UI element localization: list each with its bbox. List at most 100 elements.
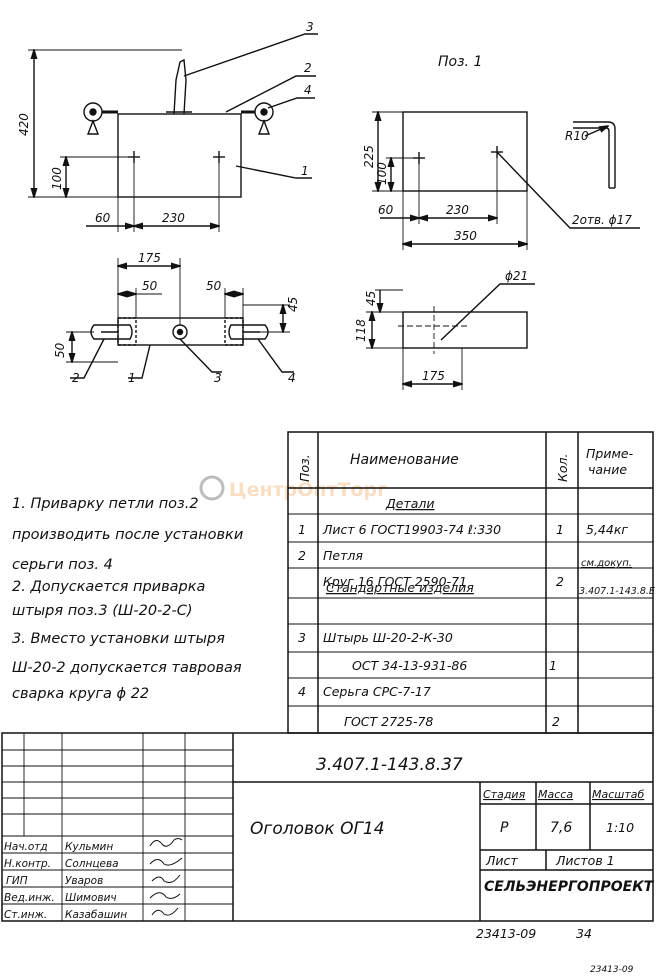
svg-text:1:10: 1:10 <box>606 820 634 835</box>
plan-lug-right <box>228 324 269 340</box>
svg-text:45: 45 <box>364 291 378 306</box>
svg-text:420: 420 <box>17 113 31 136</box>
svg-text:50: 50 <box>206 279 222 293</box>
pos1-side-labels: 45 118 175 ϕ21 <box>354 269 528 383</box>
svg-text:1. Приварку петли поз.2: 1. Приварку петли поз.2 <box>12 496 199 512</box>
pos1-plate-view <box>372 112 640 250</box>
svg-text:Поз.: Поз. <box>297 454 312 482</box>
svg-text:Листов 1: Листов 1 <box>555 853 615 868</box>
svg-text:175: 175 <box>422 369 445 383</box>
svg-text:Нач.отд: Нач.отд <box>4 841 48 853</box>
title-block-text: 3.407.1-143.8.37 Оголовок ОГ14 Стадия Ма… <box>4 755 655 975</box>
svg-text:чание: чание <box>588 462 627 477</box>
svg-text:Лист 6 ГОСТ19903-74 ℓ:330: Лист 6 ГОСТ19903-74 ℓ:330 <box>322 522 501 537</box>
technical-notes: 1. Приварку петли поз.2 производить посл… <box>12 496 243 702</box>
svg-text:4: 4 <box>288 371 296 385</box>
svg-text:серьги поз. 4: серьги поз. 4 <box>12 557 113 573</box>
svg-text:4: 4 <box>298 684 306 699</box>
svg-text:ГИП: ГИП <box>6 875 28 887</box>
svg-text:Масштаб: Масштаб <box>592 788 644 801</box>
svg-text:Петля: Петля <box>323 548 363 563</box>
svg-text:1: 1 <box>556 522 564 537</box>
svg-text:1: 1 <box>298 522 306 537</box>
svg-text:Шимович: Шимович <box>65 892 117 904</box>
svg-text:5,44кг: 5,44кг <box>586 522 628 537</box>
svg-text:50: 50 <box>53 342 67 358</box>
svg-text:2отв. ϕ17: 2отв. ϕ17 <box>572 213 632 227</box>
svg-text:1: 1 <box>549 658 557 673</box>
svg-text:2: 2 <box>72 371 80 385</box>
svg-text:Лист: Лист <box>485 853 518 868</box>
svg-text:ГОСТ 2725-78: ГОСТ 2725-78 <box>344 714 433 729</box>
svg-text:175: 175 <box>138 251 161 265</box>
svg-text:Кол.: Кол. <box>555 454 570 483</box>
svg-text:Приме-: Приме- <box>586 446 634 461</box>
svg-text:СЕЛЬЭНЕРГОПРОЕКТ: СЕЛЬЭНЕРГОПРОЕКТ <box>484 879 655 895</box>
svg-text:производить после установки: производить после установки <box>12 527 243 543</box>
spec-table-text: Поз. Наименование Кол. Приме- чание Дета… <box>297 446 655 729</box>
title-block <box>1 732 654 922</box>
svg-text:60: 60 <box>378 203 394 217</box>
svg-text:Казабашин: Казабашин <box>65 909 127 921</box>
svg-text:Стадия: Стадия <box>483 788 526 801</box>
svg-text:Ст.инж.: Ст.инж. <box>4 909 47 921</box>
svg-text:23413-09: 23413-09 <box>476 926 536 941</box>
svg-text:Круг 16 ГОСТ 2590-71: Круг 16 ГОСТ 2590-71 <box>323 574 467 589</box>
plate-outline <box>117 113 242 198</box>
svg-text:7,6: 7,6 <box>550 820 572 836</box>
plan-lug-left <box>90 324 133 340</box>
svg-text:60: 60 <box>95 211 111 225</box>
pos1-side-outline <box>402 311 528 349</box>
svg-text:350: 350 <box>454 229 477 243</box>
svg-text:Детали: Детали <box>385 496 435 511</box>
svg-text:Кульмин: Кульмин <box>65 841 113 853</box>
svg-text:2: 2 <box>556 574 564 589</box>
svg-text:3.407.1-143.8.37: 3.407.1-143.8.37 <box>316 755 463 775</box>
svg-text:45: 45 <box>286 297 300 312</box>
svg-text:3: 3 <box>298 630 306 645</box>
svg-text:сварка круга ϕ 22: сварка круга ϕ 22 <box>12 686 149 702</box>
bend-profile <box>573 121 616 188</box>
svg-text:Стандартные изделия: Стандартные изделия <box>326 580 474 595</box>
svg-text:Масса: Масса <box>538 788 573 801</box>
svg-text:2. Допускается приварка: 2. Допускается приварка <box>12 579 205 595</box>
main-elevation-view <box>28 33 318 232</box>
svg-text:2: 2 <box>298 548 306 563</box>
svg-text:Оголовок ОГ14: Оголовок ОГ14 <box>250 819 385 839</box>
svg-text:R10: R10 <box>565 129 589 143</box>
svg-text:Штырь Ш-20-2-К-30: Штырь Ш-20-2-К-30 <box>323 630 453 645</box>
svg-text:3: 3 <box>214 371 222 385</box>
svg-text:23413-09: 23413-09 <box>590 965 634 975</box>
plan-view <box>66 258 294 379</box>
svg-text:ϕ21: ϕ21 <box>505 269 528 283</box>
svg-text:Наименование: Наименование <box>350 452 459 468</box>
svg-text:ЦентрОптТорг: ЦентрОптТорг <box>229 479 387 501</box>
svg-text:225: 225 <box>362 145 376 168</box>
svg-text:34: 34 <box>576 926 592 941</box>
svg-text:Поз. 1: Поз. 1 <box>438 54 482 70</box>
main-view-labels: 420 100 60 230 3 2 4 1 <box>17 20 314 225</box>
svg-text:1: 1 <box>128 371 136 385</box>
svg-text:Р: Р <box>500 820 509 836</box>
pos1-labels: Поз. 1 225 100 60 230 350 R10 2отв. ϕ17 <box>362 54 632 243</box>
svg-text:3.407.1-143.8.Е: 3.407.1-143.8.Е <box>579 586 655 597</box>
svg-text:4: 4 <box>304 83 312 97</box>
svg-text:Ш-20-2 допускается тавровая: Ш-20-2 допускается тавровая <box>12 660 242 676</box>
svg-text:50: 50 <box>142 279 158 293</box>
svg-text:ОСТ 34-13-931-86: ОСТ 34-13-931-86 <box>352 658 467 673</box>
svg-text:Солнцева: Солнцева <box>65 858 119 870</box>
pos1-side-view <box>366 283 535 390</box>
svg-text:Н.контр.: Н.контр. <box>4 858 51 870</box>
plan-labels: 175 50 50 45 50 2 1 3 4 <box>53 251 300 385</box>
svg-text:2: 2 <box>304 61 312 75</box>
svg-text:118: 118 <box>354 319 368 342</box>
svg-text:2: 2 <box>552 714 560 729</box>
svg-text:230: 230 <box>446 203 469 217</box>
svg-text:100: 100 <box>375 162 389 185</box>
svg-text:штыря поз.3 (Ш-20-2-С): штыря поз.3 (Ш-20-2-С) <box>12 603 193 619</box>
pos1-plate-outline <box>402 111 528 192</box>
svg-text:3: 3 <box>306 20 314 34</box>
svg-text:100: 100 <box>50 167 64 190</box>
specification-table <box>287 431 654 734</box>
